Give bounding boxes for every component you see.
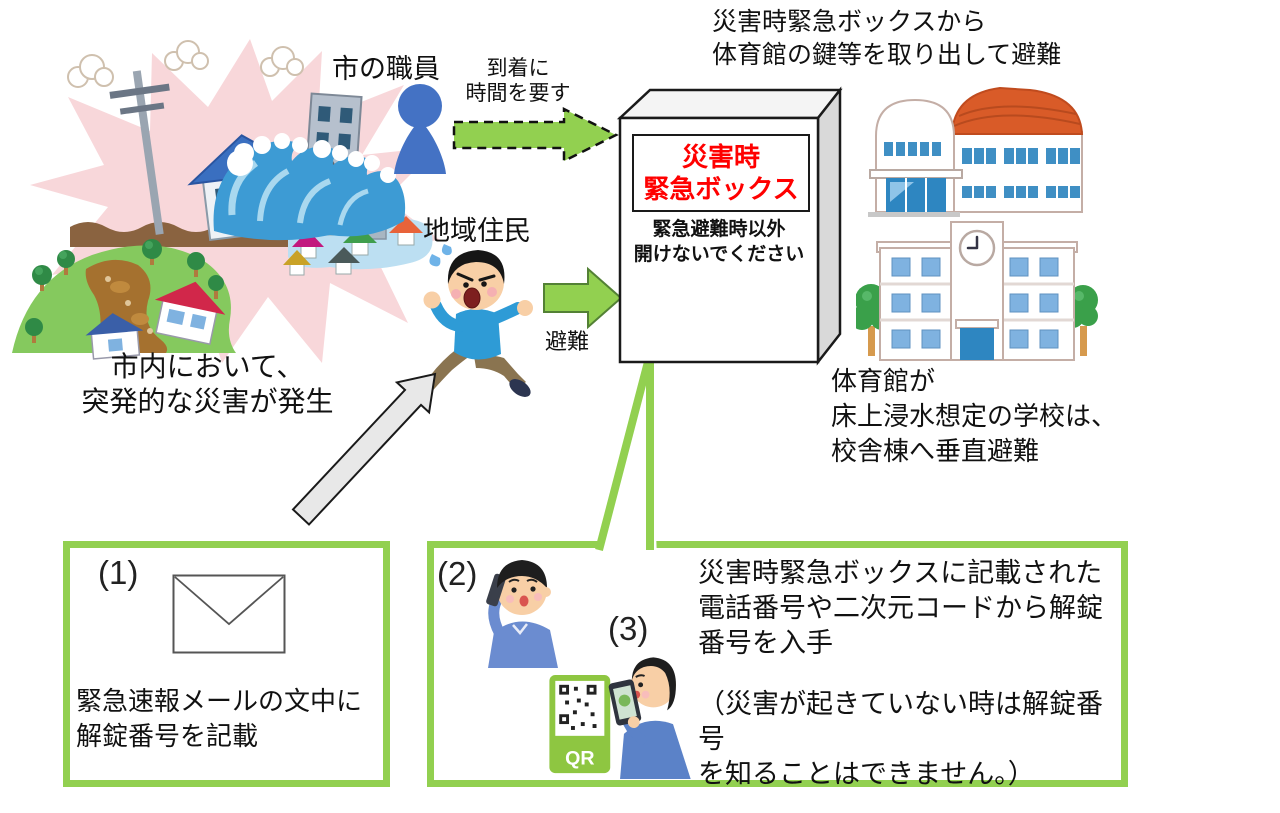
landslide-house-blue-icon bbox=[85, 313, 144, 360]
staff-label: 市の職員 bbox=[332, 54, 440, 84]
top-right-caption: 災害時緊急ボックスから 体育館の鍵等を取り出して避難 bbox=[712, 8, 1062, 69]
emergency-box-warning: 緊急避難時以外 開けないでください bbox=[633, 219, 805, 265]
mail-panel-caption: 緊急速報メールの文中に 解錠番号を記載 bbox=[76, 686, 363, 752]
evacuation-arrow-icon bbox=[543, 266, 623, 330]
mail-panel-number: (1) bbox=[98, 554, 139, 591]
phone-qr-caption-note: （災害が起きていない時は解錠番号 を知ることはできません。） bbox=[698, 689, 1103, 790]
gym-building-icon bbox=[868, 86, 1084, 217]
qr-sign-label: QR bbox=[565, 747, 594, 769]
emergency-box-title: 災害時 緊急ボックス bbox=[632, 134, 810, 212]
landslide-icon bbox=[12, 239, 236, 360]
delay-dashed-arrow-icon bbox=[452, 106, 619, 164]
delay-arrow-label: 到着に 時間を要す bbox=[465, 57, 571, 106]
landslide-trees-icon bbox=[25, 239, 224, 343]
callout-connector-icon bbox=[595, 356, 657, 558]
envelope-icon bbox=[172, 574, 286, 654]
running-resident-icon bbox=[408, 244, 533, 399]
phone-qr-panel: (2) (3) QR bbox=[427, 541, 1128, 789]
landslide-house-red-icon bbox=[154, 281, 226, 346]
disaster-caption: 市内において、 突発的な災害が発生 bbox=[81, 351, 334, 417]
qr-scan-scene-icon: QR bbox=[549, 657, 691, 779]
resident-label: 地域住民 bbox=[423, 216, 531, 246]
school-building-icon bbox=[856, 221, 1098, 361]
staff-figure-icon bbox=[394, 84, 446, 174]
disaster-illustration bbox=[12, 39, 440, 363]
school-note: 体育館が 床上浸水想定の学校は、 校舎棟へ垂直避難 bbox=[831, 366, 1118, 467]
qr-panel-number: (3) bbox=[608, 610, 649, 647]
gray-arrow-icon bbox=[291, 372, 437, 526]
tsunami-icon bbox=[213, 133, 433, 276]
phone-panel-number: (2) bbox=[437, 555, 478, 592]
evacuation-label: 避難 bbox=[545, 329, 590, 354]
phone-person-icon bbox=[486, 560, 558, 668]
mail-panel: (1) 緊急速報メールの文中に 解錠番号を記載 bbox=[63, 541, 390, 787]
phone-qr-caption-main: 災害時緊急ボックスに記載された 電話番号や二次元コードから解錠 番号を入手 bbox=[698, 558, 1103, 659]
